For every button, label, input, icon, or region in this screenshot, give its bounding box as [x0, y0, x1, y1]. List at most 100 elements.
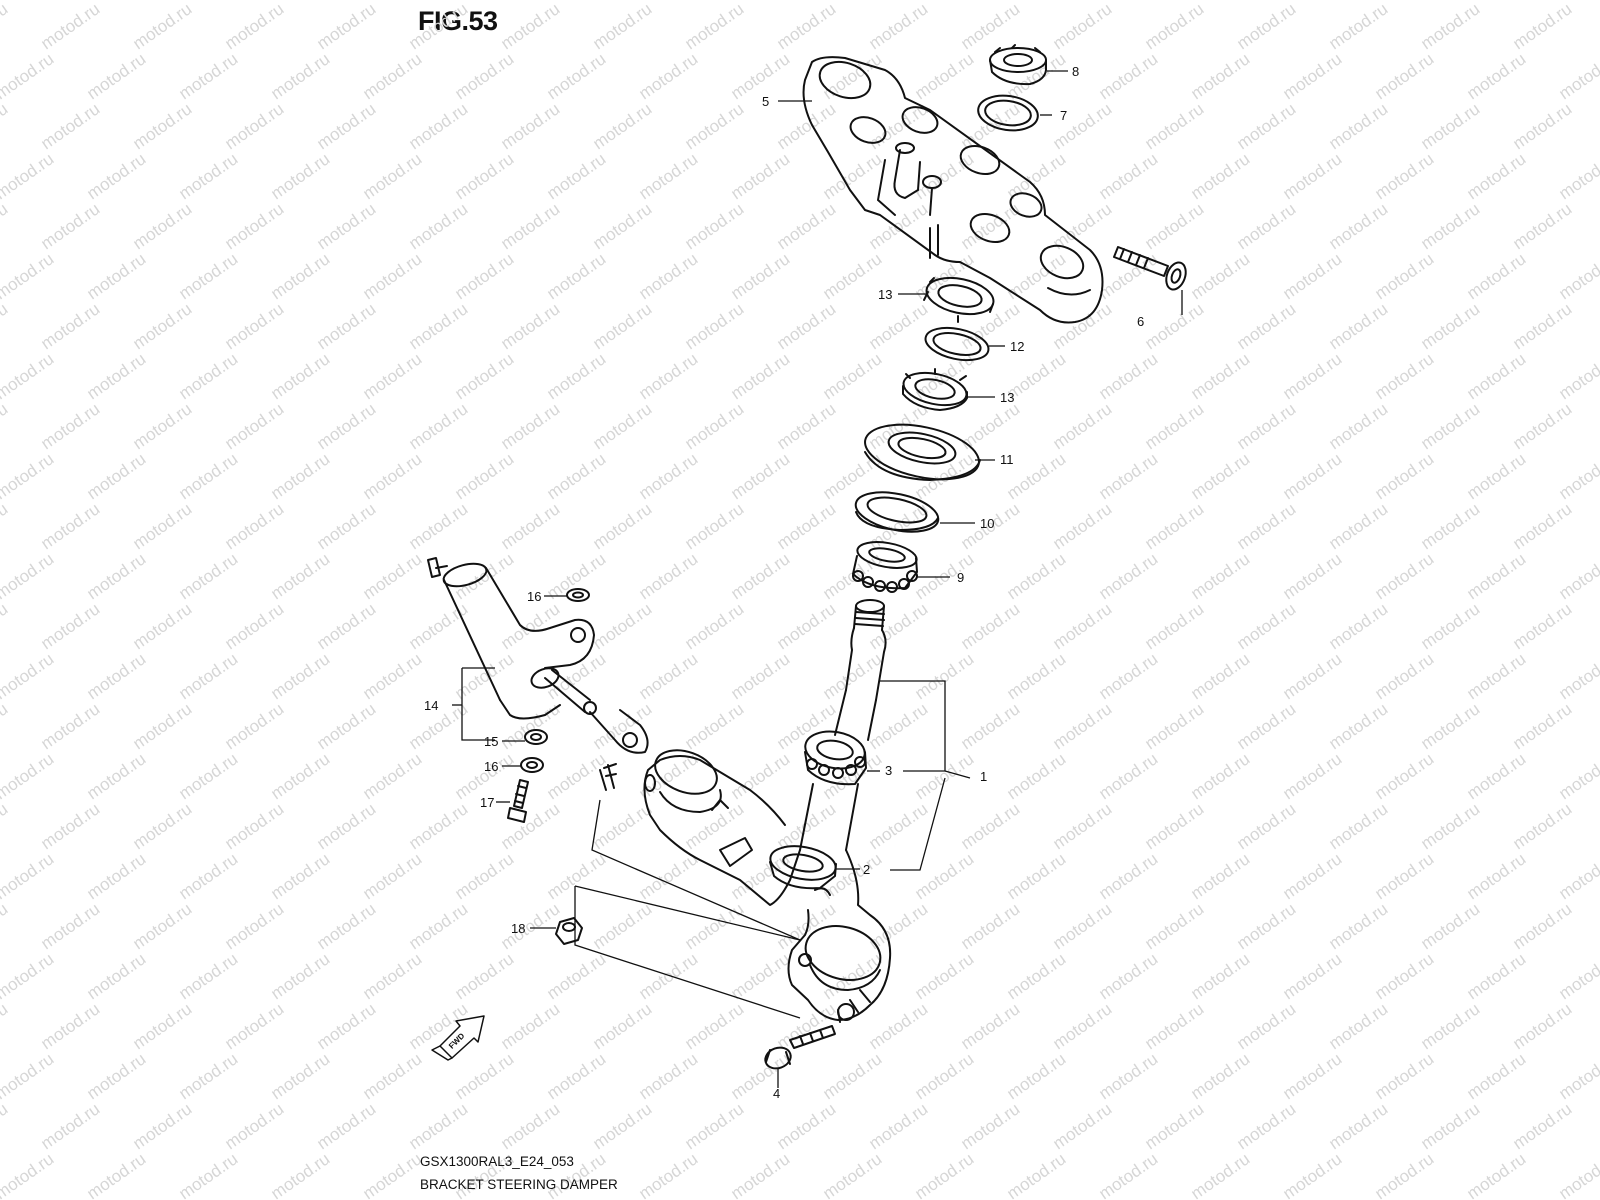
watermark-text: motod.ru	[1463, 849, 1529, 903]
watermark-text: motod.ru	[129, 699, 195, 753]
stem-seal-part	[769, 845, 837, 890]
watermark-text: motod.ru	[0, 649, 57, 703]
watermark-text: motod.ru	[543, 249, 609, 303]
watermark-text: motod.ru	[37, 99, 103, 153]
watermark-text: motod.ru	[1095, 149, 1161, 203]
watermark-text: motod.ru	[543, 549, 609, 603]
watermark-text: motod.ru	[221, 0, 287, 53]
watermark-text: motod.ru	[1325, 999, 1391, 1053]
washer-part	[520, 757, 544, 773]
watermark-text: motod.ru	[727, 149, 793, 203]
watermark-text: motod.ru	[589, 899, 655, 953]
watermark-text: motod.ru	[83, 349, 149, 403]
watermark-text: motod.ru	[1463, 549, 1529, 603]
watermark-text: motod.ru	[1187, 549, 1253, 603]
watermark-text: motod.ru	[681, 99, 747, 153]
watermark-text: motod.ru	[635, 1149, 701, 1200]
watermark-text: motod.ru	[1417, 599, 1483, 653]
callout-label: 9	[957, 570, 964, 585]
watermark-text: motod.ru	[221, 399, 287, 453]
watermark-text: motod.ru	[727, 49, 793, 103]
steering-damper-part	[427, 557, 649, 791]
watermark-text: motod.ru	[1187, 1149, 1253, 1200]
watermark-text: motod.ru	[221, 799, 287, 853]
watermark-text: motod.ru	[1049, 599, 1115, 653]
watermark-text: motod.ru	[1555, 49, 1600, 103]
watermark-text: motod.ru	[405, 399, 471, 453]
watermark-text: motod.ru	[37, 899, 103, 953]
watermark-text: motod.ru	[83, 449, 149, 503]
callout-label: 17	[480, 795, 494, 810]
washer-part	[977, 94, 1039, 132]
watermark-text: motod.ru	[175, 1149, 241, 1200]
watermark-text: motod.ru	[543, 349, 609, 403]
figure-title: FIG.53	[418, 6, 498, 36]
watermark-text: motod.ru	[359, 249, 425, 303]
watermark-text: motod.ru	[1279, 949, 1345, 1003]
watermark-text: motod.ru	[1555, 849, 1600, 903]
callout-label: 16	[527, 589, 541, 604]
watermark-text: motod.ru	[727, 949, 793, 1003]
stem-nut-part	[989, 44, 1047, 86]
watermark-text: motod.ru	[0, 1099, 11, 1153]
watermark-text: motod.ru	[1555, 949, 1600, 1003]
watermark-text: motod.ru	[1141, 199, 1207, 253]
callout-label: 12	[1010, 339, 1024, 354]
washer-part	[566, 588, 590, 602]
watermark-text: motod.ru	[911, 1049, 977, 1103]
watermark-text: motod.ru	[0, 599, 11, 653]
watermark-text: motod.ru	[727, 649, 793, 703]
watermark-text: motod.ru	[497, 499, 563, 553]
watermark-text: motod.ru	[0, 99, 11, 153]
watermark-text: motod.ru	[1509, 799, 1575, 853]
watermark-text: motod.ru	[221, 999, 287, 1053]
watermark-text: motod.ru	[405, 199, 471, 253]
watermark-text: motod.ru	[1279, 449, 1345, 503]
watermark-text: motod.ru	[589, 0, 655, 53]
watermark-text: motod.ru	[0, 749, 57, 803]
watermark-text: motod.ru	[727, 749, 793, 803]
watermark-text: motod.ru	[0, 1049, 57, 1103]
upper-bracket-part	[802, 56, 1104, 324]
watermark-text: motod.ru	[1555, 1149, 1600, 1200]
watermark-text: motod.ru	[175, 149, 241, 203]
watermark-text: motod.ru	[1509, 199, 1575, 253]
watermark-text: motod.ru	[405, 299, 471, 353]
watermark-text: motod.ru	[267, 49, 333, 103]
callout-label: 2	[863, 862, 870, 877]
watermark-text: motod.ru	[1141, 0, 1207, 53]
watermark-text: motod.ru	[589, 99, 655, 153]
watermark-text: motod.ru	[451, 349, 517, 403]
watermark-text: motod.ru	[313, 399, 379, 453]
watermark-text: motod.ru	[681, 699, 747, 753]
watermark-text: motod.ru	[1141, 899, 1207, 953]
watermark-text: motod.ru	[1463, 649, 1529, 703]
watermark-text: motod.ru	[1509, 399, 1575, 453]
watermark-text: motod.ru	[405, 899, 471, 953]
watermark-text: motod.ru	[1187, 949, 1253, 1003]
watermark-text: motod.ru	[1417, 899, 1483, 953]
watermark-text: motod.ru	[175, 349, 241, 403]
watermark-text: motod.ru	[0, 349, 57, 403]
watermark-text: motod.ru	[0, 699, 11, 753]
watermark-text: motod.ru	[405, 499, 471, 553]
watermark-text: motod.ru	[1325, 399, 1391, 453]
watermark-text: motod.ru	[1371, 749, 1437, 803]
watermark-text: motod.ru	[635, 49, 701, 103]
watermark-text: motod.ru	[175, 449, 241, 503]
watermark-text: motod.ru	[83, 549, 149, 603]
watermark-text: motod.ru	[83, 1149, 149, 1200]
watermark-text: motod.ru	[1417, 499, 1483, 553]
watermark-text: motod.ru	[497, 299, 563, 353]
watermark-text: motod.ru	[1325, 799, 1391, 853]
watermark-text: motod.ru	[819, 149, 885, 203]
callout-label: 13	[878, 287, 892, 302]
watermark-text: motod.ru	[1003, 549, 1069, 603]
watermark-text: motod.ru	[267, 649, 333, 703]
watermark-text: motod.ru	[37, 599, 103, 653]
watermark-text: motod.ru	[313, 699, 379, 753]
callout-label: 18	[511, 921, 525, 936]
watermark-text: motod.ru	[0, 949, 57, 1003]
watermark-text: motod.ru	[497, 999, 563, 1053]
watermark-text: motod.ru	[589, 1099, 655, 1153]
